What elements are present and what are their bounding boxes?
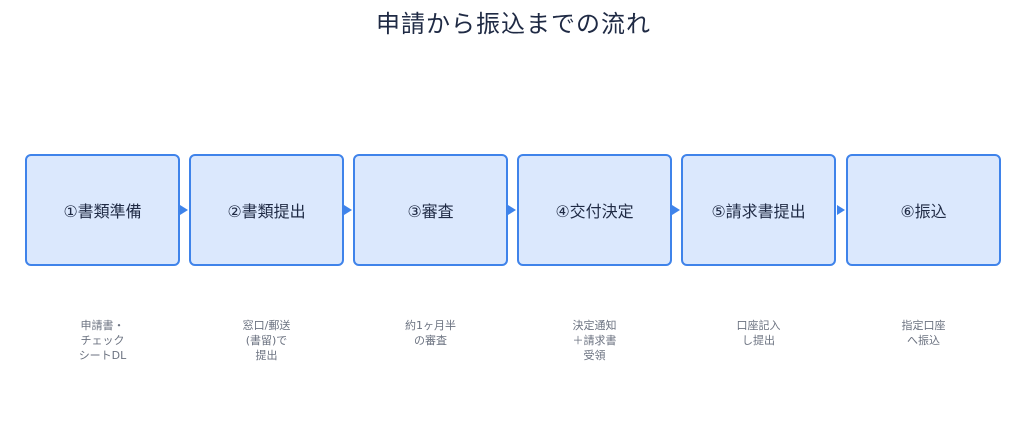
arrow-right-icon xyxy=(508,205,516,215)
step-6-label: ⑥振込 xyxy=(900,202,947,221)
step-1-label: ①書類準備 xyxy=(63,202,142,221)
step-5-desc-line: 口座記入 xyxy=(736,319,781,332)
arrow-right-icon xyxy=(672,205,680,215)
arrow-right-icon xyxy=(180,205,188,215)
step-3-desc-line: の審査 xyxy=(414,334,447,347)
step-1-desc-line: 申請書・ xyxy=(80,319,125,332)
step-2-description: 窓口/郵送 (書留)で 提出 xyxy=(189,318,344,363)
step-2-box: ②書類提出 xyxy=(189,154,344,266)
step-6-desc-line: へ振込 xyxy=(907,334,940,347)
step-2-label: ②書類提出 xyxy=(227,202,306,221)
step-4-label: ④交付決定 xyxy=(555,202,634,221)
step-2-desc-line: 提出 xyxy=(255,349,278,362)
step-1-box: ①書類準備 xyxy=(25,154,180,266)
step-6-desc-line: 指定口座 xyxy=(901,319,946,332)
step-3-box: ③審査 xyxy=(353,154,508,266)
step-4-description: 決定通知 ＋請求書 受領 xyxy=(517,318,672,363)
step-1-desc-line: チェック xyxy=(80,334,125,347)
step-3-description: 約1ヶ月半 の審査 xyxy=(353,318,508,348)
arrow-right-icon xyxy=(837,205,845,215)
step-3-label: ③審査 xyxy=(407,202,454,221)
step-4-desc-line: 決定通知 xyxy=(572,319,617,332)
step-1-description: 申請書・ チェック シートDL xyxy=(25,318,180,363)
step-6-box: ⑥振込 xyxy=(846,154,1001,266)
step-1-desc-line: シートDL xyxy=(78,349,127,362)
step-6-description: 指定口座 へ振込 xyxy=(846,318,1001,348)
step-5-label: ⑤請求書提出 xyxy=(711,202,806,221)
step-4-desc-line: 受領 xyxy=(583,349,606,362)
step-2-desc-line: 窓口/郵送 xyxy=(242,319,291,332)
diagram-title: 申請から振込までの流れ xyxy=(376,10,651,38)
step-4-desc-line: ＋請求書 xyxy=(572,334,617,347)
step-5-description: 口座記入 し提出 xyxy=(681,318,836,348)
step-5-box: ⑤請求書提出 xyxy=(681,154,836,266)
step-3-desc-line: 約1ヶ月半 xyxy=(405,319,456,332)
step-5-desc-line: し提出 xyxy=(742,334,775,347)
step-4-box: ④交付決定 xyxy=(517,154,672,266)
step-2-desc-line: (書留)で xyxy=(245,334,288,347)
arrow-right-icon xyxy=(344,205,352,215)
